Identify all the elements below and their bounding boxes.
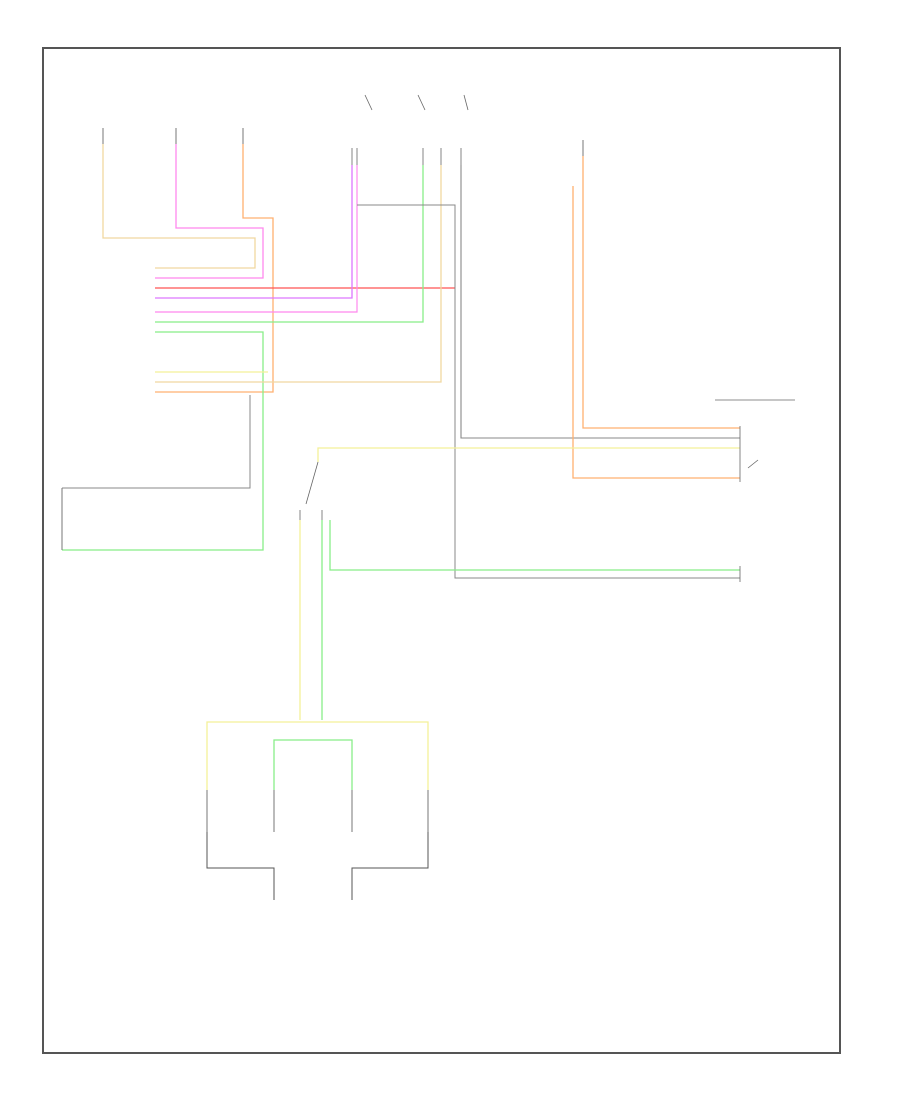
wire-orange-right xyxy=(582,156,740,429)
ground-left xyxy=(206,832,275,900)
wire-green-module xyxy=(62,331,264,551)
relay-contacts xyxy=(739,426,759,582)
ground-right xyxy=(351,832,429,900)
wire-gray-relay xyxy=(460,165,740,439)
wire-green-top xyxy=(155,165,424,323)
wire-pink-switch xyxy=(155,165,358,313)
wire-green-dimmer xyxy=(329,520,740,571)
wire-green-bus xyxy=(273,739,353,790)
wire-yellow-bus xyxy=(206,721,429,790)
headlamp-connectors xyxy=(206,790,429,832)
wire-pink xyxy=(155,144,264,279)
wire-tan xyxy=(102,144,256,269)
wire-violet xyxy=(155,165,353,299)
top-left-connectors xyxy=(102,128,584,156)
wire-orange-left xyxy=(155,144,274,393)
wire-tan-module xyxy=(155,165,442,383)
headlamp-switch xyxy=(351,94,469,165)
wire-gray-module xyxy=(62,395,251,489)
wire-yellow-relay xyxy=(317,447,740,462)
wire-orange-right-2 xyxy=(572,186,740,479)
wire-gray-cross xyxy=(357,204,740,579)
dimmer-switch xyxy=(299,461,323,520)
